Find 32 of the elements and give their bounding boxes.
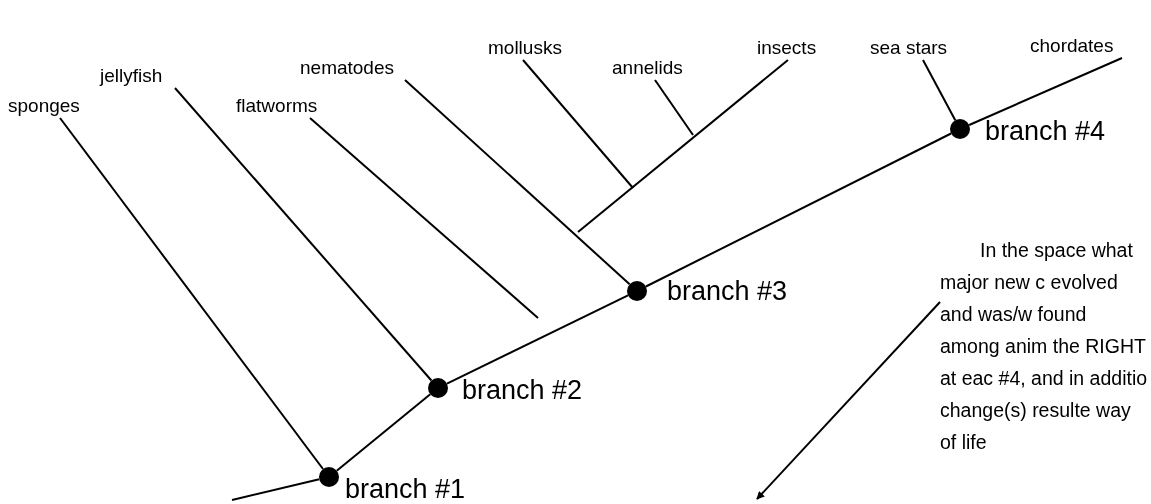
branch-line <box>522 59 634 189</box>
taxon-label: chordates <box>1030 34 1114 58</box>
branch-label: branch #2 <box>462 375 583 405</box>
taxon-label: sea stars <box>870 36 948 60</box>
branch-line <box>174 87 433 382</box>
taxon-label: mollusks <box>488 36 562 60</box>
branch-point-dot <box>627 281 647 301</box>
taxon-label: jellyfish <box>100 64 163 88</box>
branch-line <box>968 57 1123 126</box>
branch-label: branch #1 <box>345 474 466 504</box>
branch-line <box>59 117 324 470</box>
taxon-label: annelids <box>612 56 683 80</box>
branch-line <box>335 393 432 472</box>
taxon-label: insects <box>757 36 817 60</box>
branch-line <box>446 294 629 385</box>
branch-point-dot <box>950 119 970 139</box>
branch-point-dot <box>319 467 339 487</box>
branch-line <box>404 79 631 286</box>
branch-label: branch #4 <box>985 116 1106 146</box>
arrow <box>756 301 941 500</box>
taxon-label: sponges <box>8 94 80 118</box>
branch-point-dot <box>428 378 448 398</box>
branch-line <box>644 132 953 288</box>
branch-line <box>577 59 789 233</box>
taxon-label: flatworms <box>236 94 318 118</box>
instruction-paragraph: In the space what major new c evolved and was/w found among anim the RIGHT at eac #4, and in additio change(s) resulte way of life <box>940 234 1148 458</box>
branch-label: branch #3 <box>667 276 788 306</box>
branch-line <box>309 117 539 319</box>
branch-line <box>231 478 321 501</box>
branch-line <box>922 59 957 122</box>
taxon-label: nematodes <box>300 56 394 80</box>
branch-line <box>654 79 694 136</box>
